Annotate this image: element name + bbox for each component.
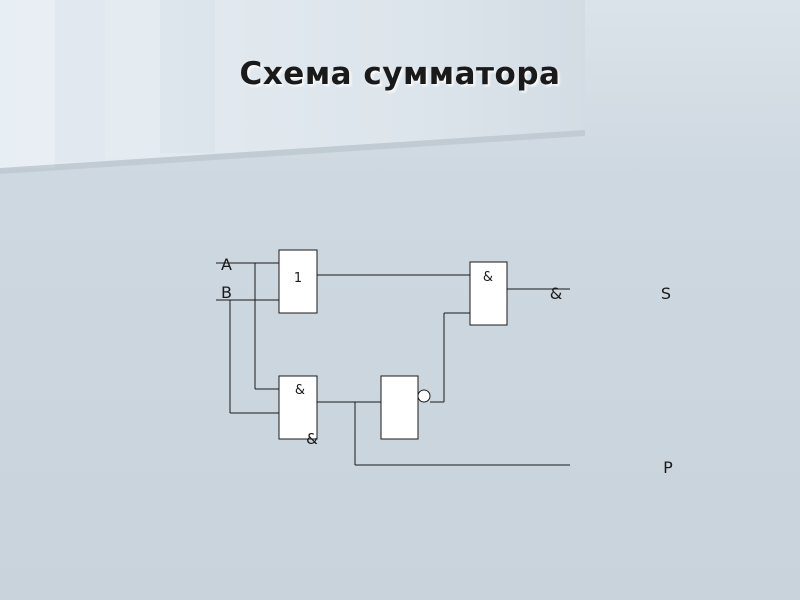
output-label-sum: S <box>661 284 671 303</box>
or-gate-symbol: 1 <box>294 271 302 286</box>
output-label-carry: P <box>663 458 673 477</box>
and-gate-bottom-symbol: & <box>295 383 305 398</box>
and-gate-top <box>469 261 508 326</box>
input-label-a: A <box>221 255 232 274</box>
and-gate-bottom <box>278 375 318 440</box>
sum-ghost-label: & <box>550 284 562 303</box>
slide-title: Схема сумматора <box>239 56 561 92</box>
inversion-bubble <box>417 389 431 403</box>
not-gate <box>380 375 419 440</box>
input-label-b: B <box>221 283 232 302</box>
and-gate-bottom-ghost-label: & <box>306 430 318 448</box>
and-gate-top-symbol: & <box>483 270 493 285</box>
or-gate <box>278 249 318 314</box>
